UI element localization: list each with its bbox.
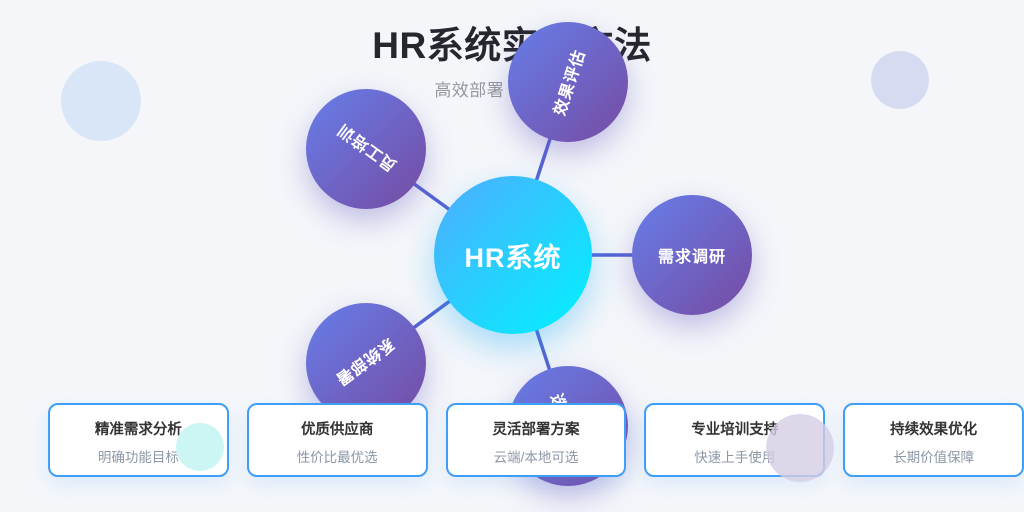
hub-hr-system: HR系统 <box>434 176 592 334</box>
card-title: 持续效果优化 <box>890 422 978 438</box>
card-subtitle: 长期价值保障 <box>893 450 975 465</box>
node-label: 需求调研 <box>657 249 726 266</box>
card-flexible-deployment: 灵活部署方案 云端/本地可选 <box>445 403 627 477</box>
decorative-circle-cyan <box>176 423 224 471</box>
node-label: 员工培训 <box>334 120 400 174</box>
card-subtitle: 快速上手使用 <box>694 450 776 465</box>
card-subtitle: 性价比最优选 <box>296 450 378 465</box>
card-subtitle: 云端/本地可选 <box>493 450 579 465</box>
card-title: 灵活部署方案 <box>492 422 580 438</box>
node-effect-evaluation: 效果评估 <box>508 22 628 142</box>
node-employee-training: 员工培训 <box>306 89 426 209</box>
hub-label: HR系统 <box>464 242 562 273</box>
node-requirement-research: 需求调研 <box>632 195 752 315</box>
node-label: 系统部署 <box>332 334 398 388</box>
decorative-circle-top-left <box>61 61 141 141</box>
card-quality-supplier: 优质供应商 性价比最优选 <box>246 403 428 477</box>
card-subtitle: 明确功能目标 <box>97 450 179 465</box>
card-continuous-optimization: 持续效果优化 长期价值保障 <box>843 403 1024 477</box>
decorative-circle-top-right <box>871 51 929 109</box>
card-title: 精准需求分析 <box>94 422 182 438</box>
card-title: 专业培训支持 <box>691 422 779 438</box>
node-label: 效果评估 <box>551 47 589 118</box>
card-title: 优质供应商 <box>300 422 374 438</box>
decorative-circle-lavender <box>766 414 834 482</box>
